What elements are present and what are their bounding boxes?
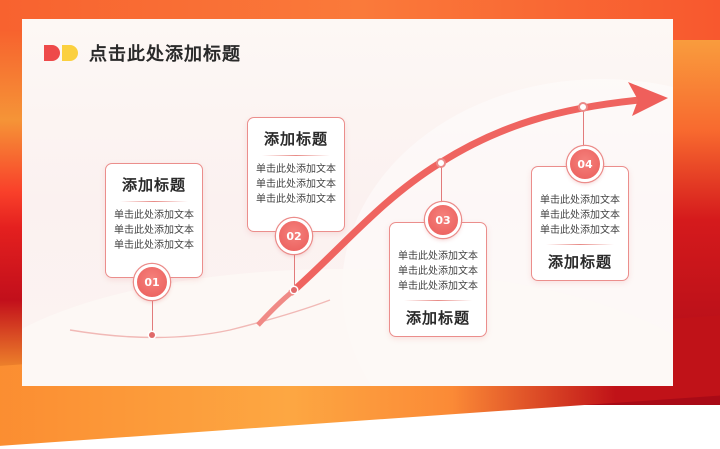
step-text-line: 单击此处添加文本 <box>114 210 194 221</box>
step-number-badge: 04 <box>567 146 603 182</box>
connector-line <box>441 167 442 203</box>
timeline-dot <box>291 287 297 293</box>
title-marks-icon <box>44 45 78 61</box>
step-text-line: 单击此处添加文本 <box>256 194 336 205</box>
step-text-line: 单击此处添加文本 <box>114 225 194 236</box>
step-card-02[interactable]: 添加标题 单击此处添加文本 单击此处添加文本 单击此处添加文本 <box>247 117 345 232</box>
step-text-line: 单击此处添加文本 <box>256 164 336 175</box>
step-text-line: 单击此处添加文本 <box>256 179 336 190</box>
divider <box>404 300 472 301</box>
step-text-line: 单击此处添加文本 <box>398 281 478 292</box>
step-text-line: 单击此处添加文本 <box>398 251 478 262</box>
step-number-badge: 01 <box>134 264 170 300</box>
connector-line <box>294 250 295 290</box>
step-card-03[interactable]: 单击此处添加文本 单击此处添加文本 单击此处添加文本 添加标题 <box>389 222 487 337</box>
background-right-band <box>670 40 720 340</box>
timeline-ring <box>436 158 446 168</box>
arrow-head-icon <box>628 82 668 116</box>
step-heading: 添加标题 <box>263 130 328 148</box>
step-heading: 添加标题 <box>405 309 470 327</box>
red-half-circle-icon <box>44 45 60 61</box>
background-left-band <box>0 30 24 390</box>
step-number-badge: 03 <box>425 202 461 238</box>
step-text-line: 单击此处添加文本 <box>540 195 620 206</box>
step-card-01[interactable]: 添加标题 单击此处添加文本 单击此处添加文本 单击此处添加文本 <box>105 163 203 278</box>
connector-line <box>152 298 153 334</box>
timeline-ring <box>578 102 588 112</box>
step-text-line: 单击此处添加文本 <box>540 210 620 221</box>
title-row: 点击此处添加标题 <box>44 40 241 66</box>
timeline-dot <box>149 332 155 338</box>
divider <box>546 244 614 245</box>
step-heading: 添加标题 <box>121 176 186 194</box>
step-text-line: 单击此处添加文本 <box>114 240 194 251</box>
step-text-line: 单击此处添加文本 <box>398 266 478 277</box>
step-card-04[interactable]: 单击此处添加文本 单击此处添加文本 单击此处添加文本 添加标题 <box>531 166 629 281</box>
step-heading: 添加标题 <box>547 253 612 271</box>
step-text-line: 单击此处添加文本 <box>540 225 620 236</box>
step-number-badge: 02 <box>276 218 312 254</box>
divider <box>120 201 188 202</box>
slide-title[interactable]: 点击此处添加标题 <box>89 44 241 65</box>
yellow-half-circle-icon <box>62 45 78 61</box>
connector-line <box>583 111 584 147</box>
divider <box>262 155 330 156</box>
